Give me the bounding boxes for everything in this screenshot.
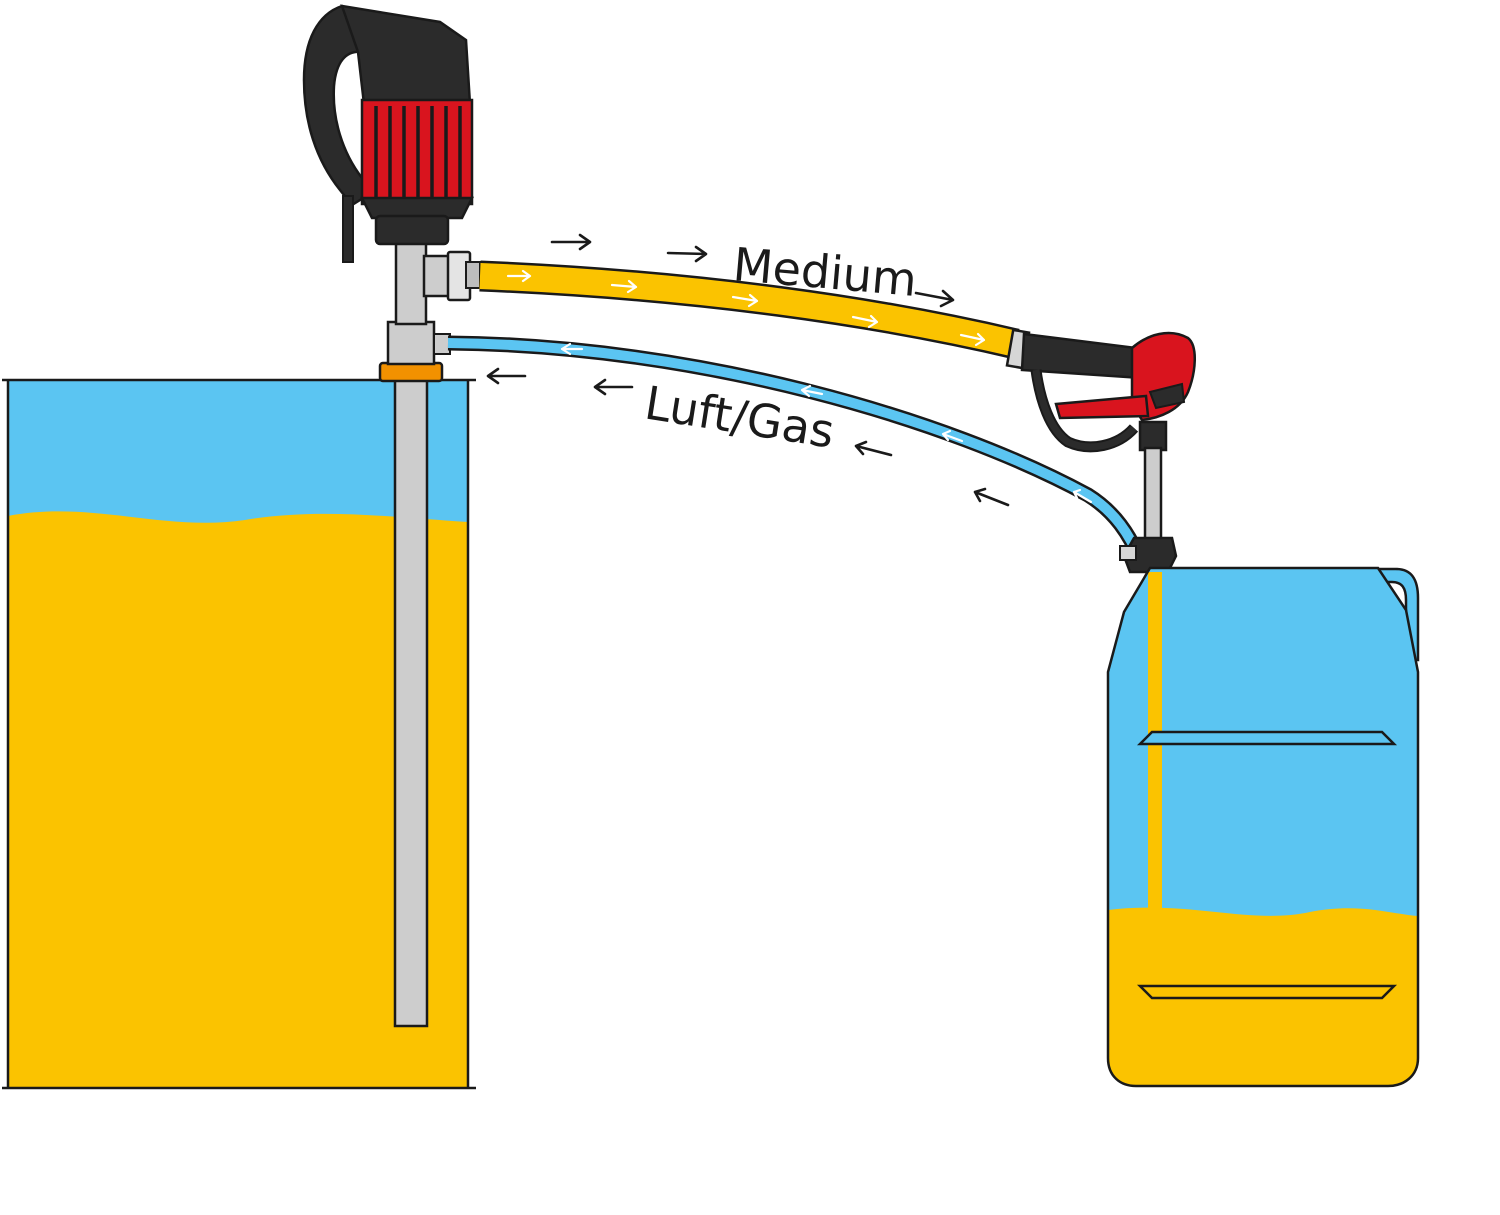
pump-tube [378, 240, 481, 1028]
air-gas-hose [447, 335, 1147, 563]
receiving-canister-icon [1106, 566, 1420, 1088]
air-gas-flow-arrows [486, 367, 1010, 507]
medium-hose [479, 260, 1020, 360]
drum-bung-coupling [378, 361, 444, 383]
drum-pump-motor-icon [302, 4, 475, 263]
dispensing-nozzle-icon [1005, 328, 1196, 574]
supply-drum-icon [2, 378, 476, 1090]
drum-liquid [8, 511, 468, 1089]
medium-flow-arrows [550, 233, 955, 308]
air-port [433, 333, 451, 355]
